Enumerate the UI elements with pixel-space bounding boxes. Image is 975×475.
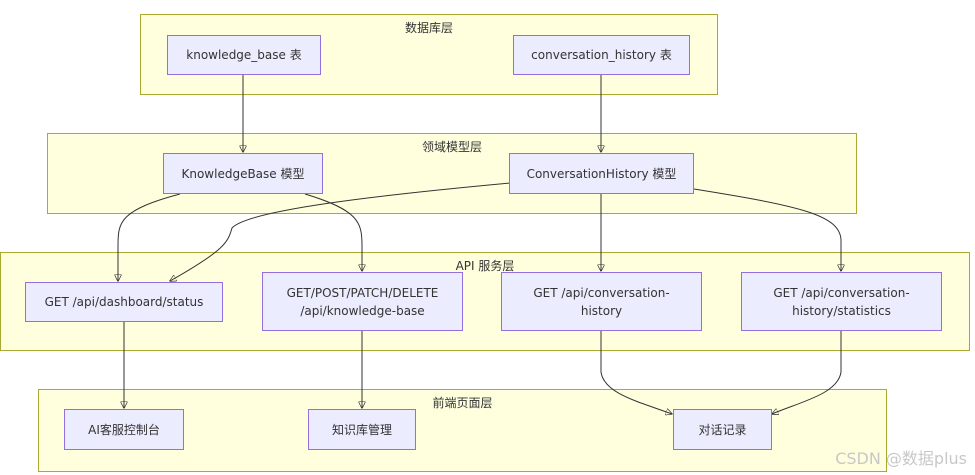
node-knowledgebase-model[interactable]: KnowledgeBase 模型 — [163, 153, 323, 194]
node-ai-service-console[interactable]: AI客服控制台 — [64, 409, 184, 450]
node-api-conversation-history[interactable]: GET /api/conversation- history — [501, 272, 702, 331]
edge-kbmodel-dashboard — [118, 193, 181, 281]
csdn-watermark: CSDN @数据plus — [835, 449, 967, 468]
node-knowledge-base-table[interactable]: knowledge_base 表 — [167, 35, 321, 75]
node-conversation-records[interactable]: 对话记录 — [673, 409, 772, 450]
node-api-knowledge-base[interactable]: GET/POST/PATCH/DELETE /api/knowledge-bas… — [262, 272, 463, 331]
node-api-conversation-statistics[interactable]: GET /api/conversation- history/statistic… — [741, 272, 942, 331]
node-conversation-history-table[interactable]: conversation_history 表 — [513, 35, 690, 75]
layer-title-api: API 服务层 — [455, 259, 515, 273]
edge-convmodel-dashboard — [170, 182, 511, 281]
layer-title-domain: 领域模型层 — [421, 140, 482, 154]
edge-apiconv-records — [600, 331, 672, 414]
edge-kbmodel-apikb — [304, 193, 362, 271]
edge-apistats-records — [772, 331, 842, 414]
layer-title-frontend: 前端页面层 — [432, 396, 493, 410]
layer-title-database: 数据库层 — [404, 21, 453, 35]
edge-convmodel-apistats — [693, 188, 841, 271]
node-api-dashboard-status[interactable]: GET /api/dashboard/status — [25, 282, 223, 322]
node-knowledge-base-management[interactable]: 知识库管理 — [308, 409, 416, 450]
node-conversationhistory-model[interactable]: ConversationHistory 模型 — [509, 153, 694, 194]
